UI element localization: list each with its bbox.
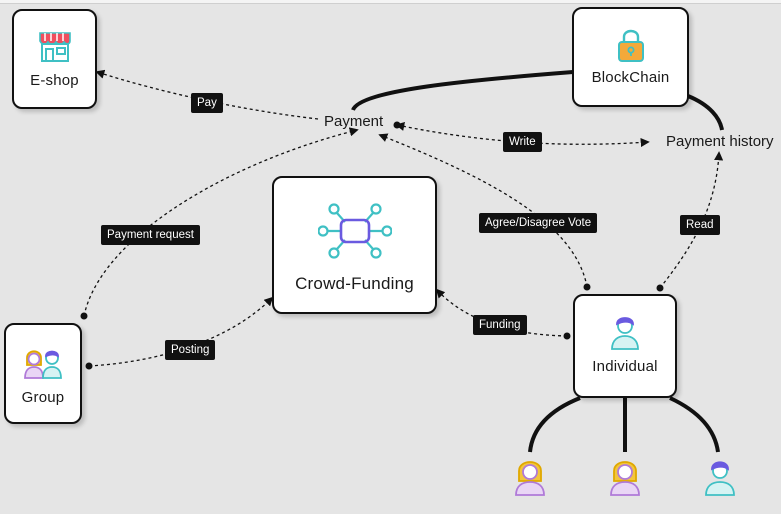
padlock-icon — [616, 27, 646, 63]
node-crowdfunding[interactable]: Crowd-Funding — [272, 176, 437, 314]
edge-pay — [95, 69, 319, 120]
edge-label-pay: Pay — [191, 93, 223, 113]
node-group[interactable]: Group — [4, 323, 82, 424]
node-individual[interactable]: Individual — [573, 294, 677, 398]
dot-group-request — [80, 312, 88, 320]
woman-icon — [608, 456, 642, 501]
payment-history-label[interactable]: Payment history — [666, 133, 774, 150]
blockchain-label: BlockChain — [591, 69, 670, 86]
person-icon — [609, 314, 641, 350]
woman-icon — [513, 456, 547, 501]
node-blockchain[interactable]: BlockChain — [572, 7, 689, 107]
link-individual-person-3 — [669, 396, 720, 453]
edge-agree-vote — [378, 133, 588, 288]
eshop-label: E-shop — [30, 72, 79, 89]
network-hub-icon — [317, 202, 392, 260]
dot-individual-funding — [563, 332, 571, 340]
group-people-icon — [21, 345, 65, 379]
dot-group-posting — [85, 362, 93, 370]
dot-payment-write — [393, 121, 401, 129]
edge-label-posting: Posting — [165, 340, 216, 360]
individual-label: Individual — [592, 358, 658, 375]
man-icon — [703, 456, 737, 501]
shop-icon — [37, 29, 73, 63]
edge-label-funding: Funding — [473, 315, 527, 335]
edge-label-agree-vote: Agree/Disagree Vote — [479, 213, 598, 233]
edge-label-write: Write — [503, 132, 542, 152]
link-payment-blockchain — [351, 70, 574, 112]
window-top-edge — [0, 0, 781, 4]
node-eshop[interactable]: E-shop — [12, 9, 97, 109]
group-label: Group — [21, 389, 65, 406]
link-blockchain-payment-history — [687, 94, 724, 131]
dot-individual-read — [656, 284, 664, 292]
edge-payment-request — [83, 127, 359, 317]
edge-label-payment-request: Payment request — [101, 225, 200, 245]
dot-individual-vote — [583, 283, 591, 291]
edge-write — [395, 122, 650, 148]
link-individual-person-1 — [528, 396, 581, 453]
crowdfunding-label: Crowd-Funding — [295, 274, 414, 293]
edge-label-read: Read — [680, 215, 720, 235]
payment-label[interactable]: Payment — [324, 113, 384, 130]
